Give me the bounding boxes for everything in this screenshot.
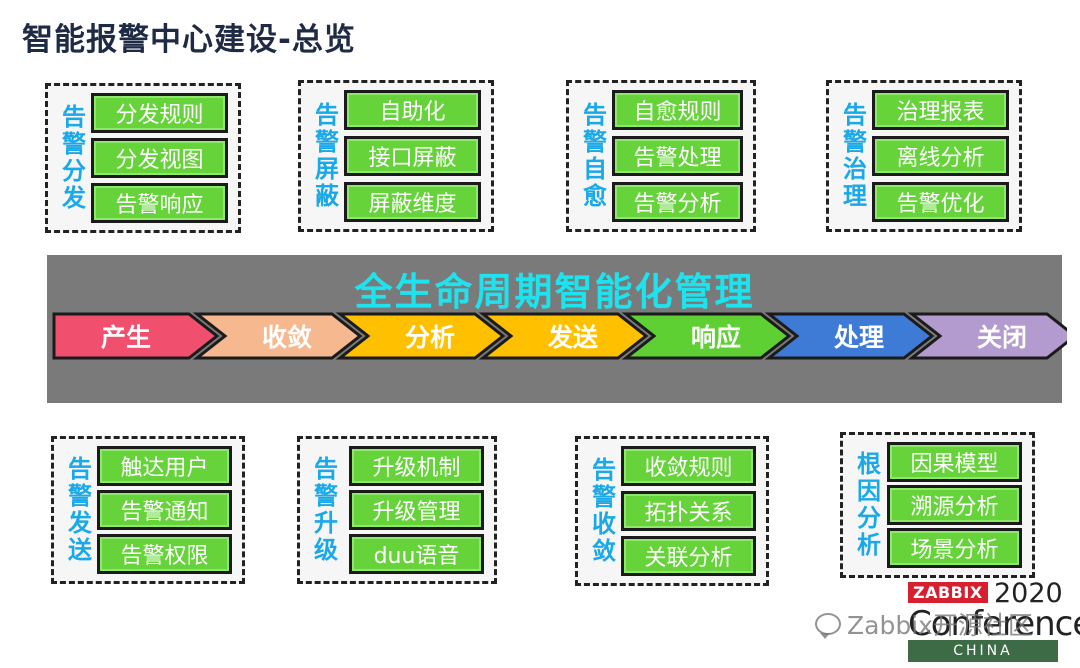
item-escalation-mechanism[interactable]: 升级机制: [349, 446, 484, 486]
flow-step-arrow: [907, 312, 1067, 360]
flow-step-arrow: [192, 312, 363, 360]
group-label: 告警发送: [68, 455, 92, 564]
group-label: 根因分析: [857, 450, 881, 559]
item-governance-report[interactable]: 治理报表: [872, 90, 1009, 130]
flow-step-arrow: [335, 312, 506, 360]
group-alert-governance: 告警治理 治理报表 离线分析 告警优化: [826, 80, 1022, 232]
item-self-service[interactable]: 自助化: [344, 90, 481, 130]
item-shield-dimension[interactable]: 屏蔽维度: [344, 182, 481, 222]
item-alert-response[interactable]: 告警响应: [91, 183, 228, 223]
item-alert-optimization[interactable]: 告警优化: [872, 182, 1009, 222]
item-escalation-management[interactable]: 升级管理: [349, 490, 484, 530]
logo-brand: ZABBIX: [908, 582, 988, 603]
logo-word: Conference: [908, 604, 1080, 644]
wechat-icon: [815, 613, 841, 639]
group-label: 告警屏蔽: [315, 101, 339, 210]
item-duu-voice[interactable]: duu语音: [349, 534, 484, 574]
zabbix-conference-logo: ZABBIX 2020 Conference CHINA: [908, 578, 1080, 664]
step-label: 响应: [690, 323, 741, 352]
item-correlation-analysis[interactable]: 关联分析: [621, 536, 756, 576]
item-offline-analysis[interactable]: 离线分析: [872, 136, 1009, 176]
step-label: 关闭: [976, 323, 1027, 352]
item-causal-model[interactable]: 因果模型: [887, 442, 1022, 482]
item-scenario-analysis[interactable]: 场景分析: [887, 528, 1022, 568]
flow-step-arrow: [764, 312, 935, 360]
group-root-cause: 根因分析 因果模型 溯源分析 场景分析: [840, 432, 1035, 578]
group-label: 告警治理: [843, 101, 867, 210]
group-label: 告警收敛: [592, 456, 616, 565]
step-label: 处理: [833, 323, 884, 352]
flow-step-arrow: [621, 312, 792, 360]
group-alert-dispatch: 告警分发 分发规则 分发视图 告警响应: [45, 83, 241, 233]
group-alert-self-heal: 告警自愈 自愈规则 告警处理 告警分析: [566, 80, 756, 232]
item-dispatch-rules[interactable]: 分发规则: [91, 93, 228, 133]
step-label: 发送: [547, 323, 598, 352]
watermark-text: Zabbix开源社区: [847, 611, 1033, 640]
lifecycle-band: 全生命周期智能化管理 产生 收敛 分析 发送 响应 处理 关闭: [47, 255, 1067, 403]
group-label: 告警自愈: [583, 101, 607, 210]
item-reach-users[interactable]: 触达用户: [97, 446, 232, 486]
item-alert-handling[interactable]: 告警处理: [612, 136, 743, 176]
item-dispatch-view[interactable]: 分发视图: [91, 138, 228, 178]
lifecycle-flow: 产生 收敛 分析 发送 响应 处理 关闭: [52, 312, 1067, 360]
page-title: 智能报警中心建设-总览: [22, 22, 356, 58]
step-label: 分析: [404, 323, 455, 352]
group-alert-send: 告警发送 触达用户 告警通知 告警权限: [51, 436, 245, 584]
group-label: 告警分发: [62, 103, 86, 212]
logo-region: CHINA: [908, 640, 1058, 662]
flow-step-arrow: [478, 312, 649, 360]
item-trace-analysis[interactable]: 溯源分析: [887, 485, 1022, 525]
band-title: 全生命周期智能化管理: [354, 270, 755, 314]
item-self-heal-rules[interactable]: 自愈规则: [612, 90, 743, 130]
item-convergence-rules[interactable]: 收敛规则: [621, 446, 756, 486]
group-alert-escalation: 告警升级 升级机制 升级管理 duu语音: [297, 436, 497, 584]
logo-year: 2020: [994, 578, 1063, 609]
step-label: 产生: [100, 323, 151, 352]
item-alert-permission[interactable]: 告警权限: [97, 534, 232, 574]
flow-step-arrow: [52, 312, 220, 360]
group-alert-convergence: 告警收敛 收敛规则 拓扑关系 关联分析: [575, 436, 769, 586]
group-alert-shield: 告警屏蔽 自助化 接口屏蔽 屏蔽维度: [298, 80, 494, 232]
item-alert-analysis[interactable]: 告警分析: [612, 182, 743, 222]
step-label: 收敛: [261, 323, 312, 352]
flow-arrows: [52, 312, 1067, 360]
item-topology-relation[interactable]: 拓扑关系: [621, 491, 756, 531]
item-alert-notify[interactable]: 告警通知: [97, 490, 232, 530]
group-label: 告警升级: [314, 455, 338, 564]
item-api-shield[interactable]: 接口屏蔽: [344, 136, 481, 176]
watermark: Zabbix开源社区: [815, 606, 1033, 642]
